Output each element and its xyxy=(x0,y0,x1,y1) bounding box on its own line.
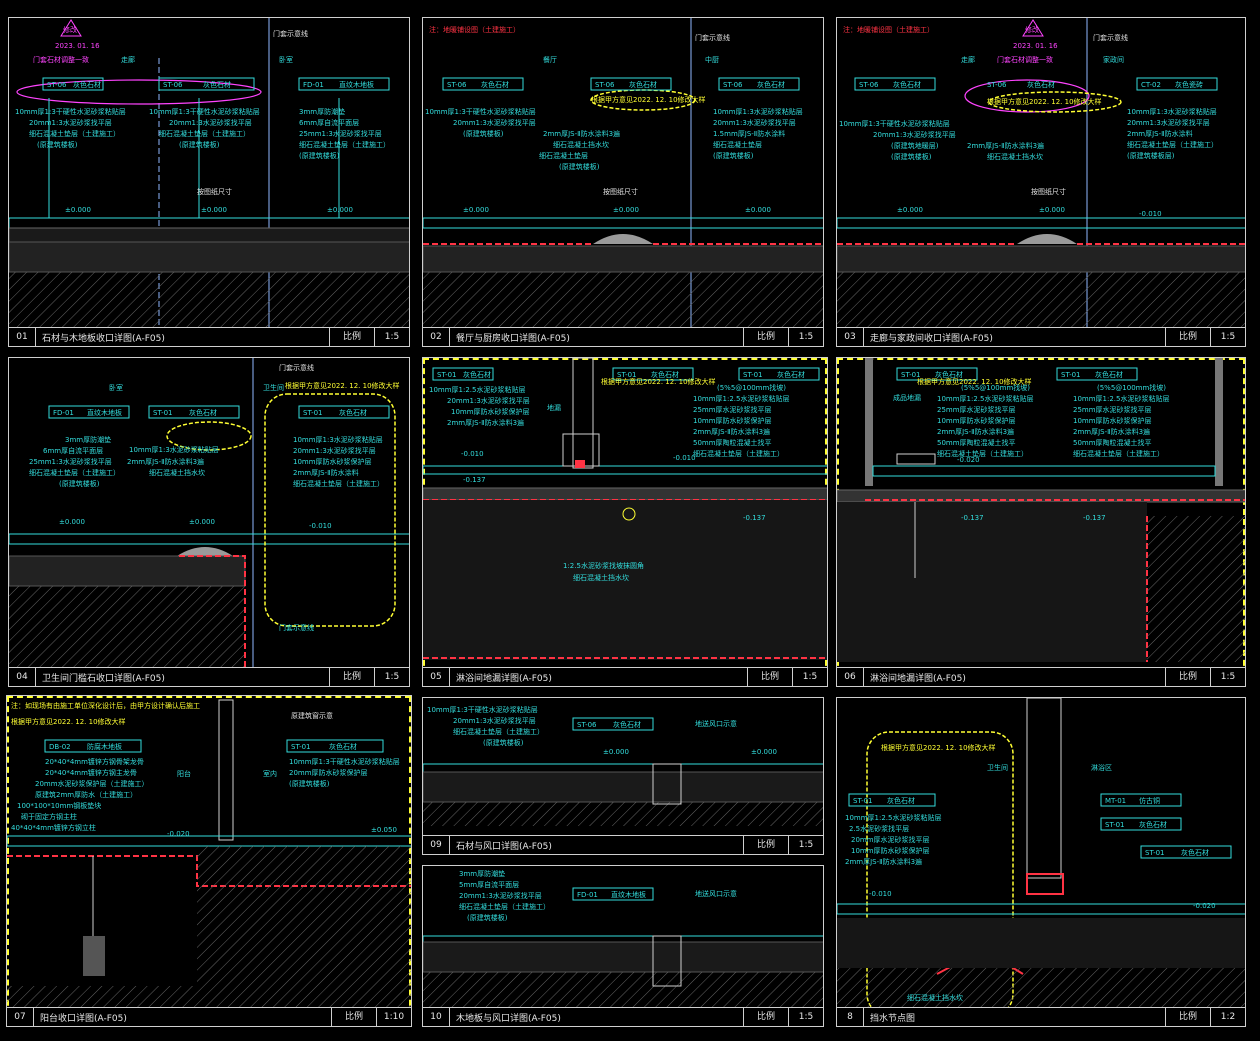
detail-number: 09 xyxy=(423,836,450,854)
detail-title: 石材与木地板收口详图(A-F05) xyxy=(42,333,165,344)
scale-value: 1:5 xyxy=(374,668,409,686)
scale-value: 1:5 xyxy=(1210,328,1245,346)
detail-number: 02 xyxy=(423,328,450,346)
scale-label: 比例 xyxy=(743,1008,788,1026)
panel-06: 根据甲方意见2022. 12. 10修改大样 ST-01 灰色石材 ST-01 … xyxy=(836,357,1246,687)
scale-value: 1:5 xyxy=(788,1008,823,1026)
detail-drawing-05 xyxy=(423,358,827,660)
scale-label: 比例 xyxy=(747,668,792,686)
title-block: 02 餐厅与厨房收口详图(A-F05) 比例 1:5 xyxy=(423,327,823,346)
scale-label: 比例 xyxy=(743,328,788,346)
panel-04: 门套示意线 根据甲方意见2022. 12. 10修改大样 卧室 卫生间 FD-0… xyxy=(8,357,410,687)
scale-label: 比例 xyxy=(1165,328,1210,346)
title-block: 10 木地板与风口详图(A-F05) 比例 1:5 xyxy=(423,1007,823,1026)
detail-drawing-08 xyxy=(837,698,1245,1017)
scale-value: 1:5 xyxy=(1210,668,1245,686)
detail-title: 餐厅与厨房收口详图(A-F05) xyxy=(456,333,570,344)
detail-drawing-04 xyxy=(9,358,409,668)
scale-value: 1:10 xyxy=(376,1008,411,1026)
detail-title: 石材与风口详图(A-F05) xyxy=(456,841,552,852)
title-block: 05 淋浴间地漏详图(A-F05) 比例 1:5 xyxy=(423,667,827,686)
scale-value: 1:5 xyxy=(788,836,823,854)
detail-drawing-09 xyxy=(423,717,823,826)
scale-label: 比例 xyxy=(329,668,374,686)
scale-label: 比例 xyxy=(331,1008,376,1026)
title-block: 07 阳台收口详图(A-F05) 比例 1:10 xyxy=(7,1007,411,1026)
detail-number: 06 xyxy=(837,668,864,686)
panel-01: 修改 2023. 01. 16 门套石材调整一致 门套示意线 走廊 卧室 ST-… xyxy=(8,17,410,347)
panel-07: 注：如现场有由施工单位深化设计后，由甲方设计确认后施工 根据甲方意见2022. … xyxy=(6,695,412,1027)
scale-value: 1:2 xyxy=(1210,1008,1245,1026)
title-block: 04 卫生间门槛石收口详图(A-F05) 比例 1:5 xyxy=(9,667,409,686)
scale-label: 比例 xyxy=(1165,668,1210,686)
detail-title: 阳台收口详图(A-F05) xyxy=(40,1013,127,1024)
detail-drawing-10 xyxy=(423,887,823,1008)
scale-value: 1:5 xyxy=(374,328,409,346)
detail-title: 走廊与家政间收口详图(A-F05) xyxy=(870,333,993,344)
panel-03: 注：地暖铺设图（土建施工） 修改 2023. 01. 16 门套石材调整一致 根… xyxy=(836,17,1246,347)
detail-number: 07 xyxy=(7,1008,34,1026)
panel-09: ST-06 灰色石材 10mm厚1:3干硬性水泥砂浆粘贴层 20mm1:3水泥砂… xyxy=(422,697,824,855)
panel-05: 根据甲方意见2022. 12. 10修改大样 ST-01 灰色石材 ST-01 … xyxy=(422,357,828,687)
title-block: 8 挡水节点图 比例 1:2 xyxy=(837,1007,1245,1026)
detail-drawing-02 xyxy=(423,18,823,328)
scale-label: 比例 xyxy=(743,836,788,854)
detail-title: 淋浴间地漏详图(A-F05) xyxy=(456,673,552,684)
title-block: 01 石材与木地板收口详图(A-F05) 比例 1:5 xyxy=(9,327,409,346)
title-block: 03 走廊与家政间收口详图(A-F05) 比例 1:5 xyxy=(837,327,1245,346)
panel-08: 根据甲方意见2022. 12. 10修改大样 卫生间 淋浴区 ST-01 灰色石… xyxy=(836,697,1246,1027)
scale-label: 比例 xyxy=(329,328,374,346)
detail-title: 木地板与风口详图(A-F05) xyxy=(456,1013,561,1024)
panel-02: 注：地暖铺设图（土建施工） 门套示意线 根据甲方意见2022. 12. 10修改… xyxy=(422,17,824,347)
detail-number: 8 xyxy=(837,1008,864,1026)
detail-number: 03 xyxy=(837,328,864,346)
detail-drawing-07 xyxy=(7,699,411,1010)
title-block: 09 石材与风口详图(A-F05) 比例 1:5 xyxy=(423,835,823,854)
scale-value: 1:5 xyxy=(788,328,823,346)
detail-title: 卫生间门槛石收口详图(A-F05) xyxy=(42,673,165,684)
scale-value: 1:5 xyxy=(792,668,827,686)
detail-number: 10 xyxy=(423,1008,450,1026)
panel-10: FD-01 直纹木地板 3mm厚防潮垫 5mm厚自流平面层 20mm1:3水泥砂… xyxy=(422,865,824,1027)
detail-drawing-06 xyxy=(837,358,1245,662)
detail-number: 04 xyxy=(9,668,36,686)
detail-drawing-01 xyxy=(9,18,409,328)
detail-title: 挡水节点图 xyxy=(870,1013,916,1024)
detail-number: 05 xyxy=(423,668,450,686)
scale-label: 比例 xyxy=(1165,1008,1210,1026)
title-block: 06 淋浴间地漏详图(A-F05) 比例 1:5 xyxy=(837,667,1245,686)
detail-title: 淋浴间地漏详图(A-F05) xyxy=(870,673,966,684)
detail-number: 01 xyxy=(9,328,36,346)
detail-drawing-03 xyxy=(837,18,1245,328)
